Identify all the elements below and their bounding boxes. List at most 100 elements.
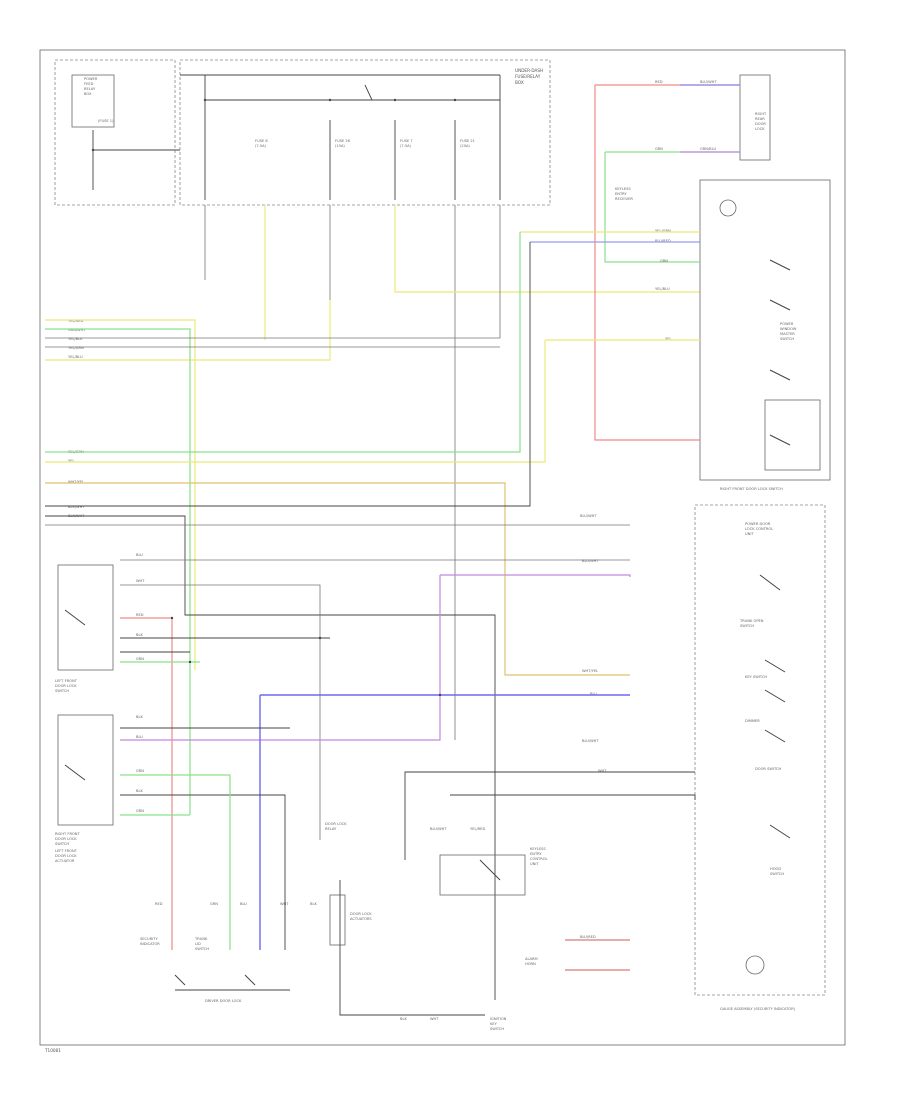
control-unit-contacts — [759, 574, 791, 839]
svg-text:BLU/WHT: BLU/WHT — [700, 80, 717, 84]
svg-text:SWITCH: SWITCH — [195, 947, 209, 951]
switch-contacts — [64, 609, 86, 781]
svg-text:WINDOW: WINDOW — [780, 327, 797, 331]
bottom-left-component-label: DRIVER DOOR LOCK — [205, 999, 242, 1003]
lower-left-black-wires — [120, 637, 330, 950]
svg-text:BLU/WHT: BLU/WHT — [580, 514, 597, 518]
keyless-control-unit-contact — [479, 859, 501, 881]
svg-text:(7.5A): (7.5A) — [255, 144, 267, 148]
junction-dots — [91, 98, 457, 697]
svg-text:BLK/WHT: BLK/WHT — [68, 505, 85, 509]
svg-text:BLU: BLU — [136, 735, 143, 739]
svg-text:YEL/BLK: YEL/BLK — [68, 337, 83, 341]
ignition-wire — [339, 880, 485, 1016]
multiplex-switch-label: RIGHT FRONT DOOR LOCK SWITCH — [720, 487, 783, 491]
svg-text:YEL/BLU: YEL/BLU — [655, 287, 670, 291]
svg-text:BLU: BLU — [590, 692, 597, 696]
svg-text:UNDER-DASH: UNDER-DASH — [515, 68, 543, 73]
keyless-control-unit-label: KEYLESS ENTRY CONTROL UNIT — [530, 847, 548, 866]
svg-text:(20A): (20A) — [460, 144, 470, 148]
svg-text:SWITCH: SWITCH — [55, 689, 69, 693]
svg-text:ACTUATOR: ACTUATOR — [55, 859, 75, 863]
svg-text:KEY SWITCH: KEY SWITCH — [745, 675, 767, 679]
svg-text:RELAY: RELAY — [325, 827, 337, 831]
svg-text:DOOR: DOOR — [755, 122, 766, 126]
left-front-switch-box — [57, 564, 114, 671]
svg-text:REAR: REAR — [755, 117, 765, 121]
svg-text:GRN: GRN — [136, 769, 144, 773]
svg-text:BLU: BLU — [136, 553, 143, 557]
purple-wire-right — [440, 574, 631, 577]
mid-yellow-wire — [45, 340, 546, 463]
svg-text:WHT: WHT — [430, 1017, 439, 1021]
multiplex-switch-inner — [764, 399, 821, 471]
svg-text:POWER: POWER — [84, 77, 98, 81]
svg-text:SWITCH: SWITCH — [770, 872, 784, 876]
svg-text:GRN: GRN — [136, 657, 144, 661]
svg-text:DOOR LOCK: DOOR LOCK — [55, 837, 77, 841]
internal-wiring — [92, 74, 501, 200]
power-window-master-label: POWER WINDOW MASTER SWITCH — [780, 322, 797, 341]
svg-text:YEL: YEL — [68, 459, 74, 463]
svg-text:BLU/RED: BLU/RED — [655, 239, 671, 243]
svg-text:DOOR LOCK: DOOR LOCK — [350, 912, 372, 916]
svg-text:YEL/RED: YEL/RED — [68, 319, 83, 323]
svg-text:RED: RED — [136, 613, 144, 617]
svg-text:BLK: BLK — [136, 715, 143, 719]
svg-text:SWITCH: SWITCH — [740, 624, 754, 628]
underdash-fuse-box-label: UNDER-DASH FUSE/RELAY BOX — [515, 68, 543, 85]
power-relay-box-label: POWER FEED RELAY BOX (FUSE 1) — [84, 77, 114, 123]
svg-text:RED: RED — [155, 902, 163, 906]
svg-text:MASTER: MASTER — [780, 332, 795, 336]
svg-text:HOOD: HOOD — [770, 867, 781, 871]
svg-text:HORN: HORN — [525, 962, 536, 966]
svg-text:SWITCH: SWITCH — [490, 1027, 504, 1031]
svg-text:ENTRY: ENTRY — [530, 852, 542, 856]
svg-text:RECEIVER: RECEIVER — [615, 197, 633, 201]
svg-text:FEED: FEED — [84, 82, 94, 86]
svg-text:ACTUATORS: ACTUATORS — [350, 917, 372, 921]
svg-text:WHT/YEL: WHT/YEL — [68, 480, 84, 484]
svg-text:DOOR LOCK: DOOR LOCK — [55, 854, 77, 858]
top-right-wire-labels: RED BLU/WHT GRN GRN/BLU — [655, 80, 717, 151]
svg-text:GRN/BLU: GRN/BLU — [700, 147, 716, 151]
svg-text:WHT: WHT — [598, 769, 607, 773]
yellow-wire-2 — [45, 300, 331, 361]
svg-text:RED: RED — [655, 80, 663, 84]
svg-text:IGNITION: IGNITION — [490, 1017, 507, 1021]
power-door-lock-ctrl-label: POWER DOOR LOCK CONTROL UNIT — [745, 522, 773, 536]
svg-text:LEFT FRONT: LEFT FRONT — [55, 849, 78, 853]
left-front-switch-label: LEFT FRONT DOOR LOCK SWITCH — [55, 679, 78, 693]
svg-text:LOCK: LOCK — [755, 127, 765, 131]
svg-text:WHT: WHT — [280, 902, 289, 906]
alarm-horn-label: ALARM HORN — [525, 957, 538, 966]
lower-left-wire-labels: BLU WHT RED BLK GRN BLK BLU GRN BLK GRN — [136, 553, 145, 813]
svg-text:KEYLESS: KEYLESS — [615, 187, 631, 191]
svg-text:TRUNK OPEN: TRUNK OPEN — [739, 619, 764, 623]
svg-text:DIMMER: DIMMER — [745, 719, 760, 723]
mid-green-wire — [45, 232, 521, 453]
svg-text:YEL/GRN: YEL/GRN — [655, 229, 671, 233]
svg-text:YEL/BLU: YEL/BLU — [68, 355, 83, 359]
svg-text:YEL/GRN: YEL/GRN — [68, 346, 84, 350]
fuse-labels: FUSE 8 (7.5A) FUSE 26 (15A) FUSE 7 (7.5A… — [255, 139, 475, 148]
red-long-wire — [594, 85, 700, 441]
svg-text:DOOR LOCK: DOOR LOCK — [55, 684, 77, 688]
keyless-control-unit-box — [439, 854, 526, 896]
power-relay-box-outline — [54, 59, 176, 206]
svg-text:FUSE/RELAY: FUSE/RELAY — [515, 74, 541, 79]
ignition-key-label: IGNITION KEY SWITCH — [490, 1017, 507, 1031]
svg-text:BLK: BLK — [136, 633, 143, 637]
svg-text:BLK: BLK — [136, 789, 143, 793]
mid-black-wires — [45, 242, 531, 1000]
svg-text:RIGHT: RIGHT — [755, 112, 767, 116]
svg-text:FUSE 26: FUSE 26 — [335, 139, 351, 143]
right-door-lock — [739, 74, 771, 161]
multiplex-switch-box — [699, 179, 831, 481]
page-code: T10081 — [44, 1048, 61, 1053]
svg-text:SWITCH: SWITCH — [55, 842, 69, 846]
svg-text:BLU: BLU — [240, 902, 247, 906]
svg-text:(15A): (15A) — [335, 144, 345, 148]
keyless-receiver-coil — [719, 199, 737, 217]
svg-text:UNIT: UNIT — [530, 862, 539, 866]
